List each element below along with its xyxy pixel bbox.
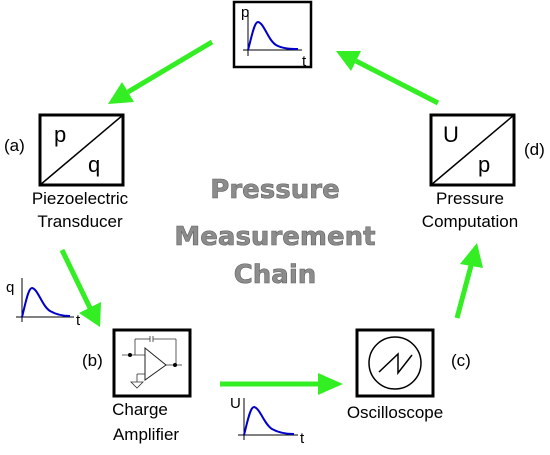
sawtooth-trace [378,352,413,376]
oscilloscope-screen [368,336,422,390]
amplifier-block: (b) Charge Amplifier [82,328,192,444]
charge-curve [21,286,71,318]
transducer-tag: (a) [4,136,25,155]
voltage-plot-x-symbol: t [300,430,305,447]
flow-arrows [59,39,483,395]
computation-block: U p (d) Pressure Computation [422,113,545,231]
pressure-plot-box: p t [232,0,313,70]
oscilloscope-label: Oscilloscope [347,403,443,422]
amplifier-tag: (b) [82,351,103,370]
computation-tag: (d) [524,140,545,159]
title-line-2: Measurement [174,222,375,252]
pressure-curve [247,20,299,51]
arrow-oscilloscope-to-computation [454,243,483,319]
amplifier-label-line-1: Charge [112,400,168,419]
pressure-plot-y-symbol: p [241,4,249,21]
amplifier-label-line-2: Amplifier [113,425,179,444]
arrow-plot-to-transducer [108,39,214,104]
voltage-curve [243,405,295,436]
computation-bottom-symbol: p [478,152,490,177]
voltage-plot-y-symbol: U [230,395,241,412]
op-amp-symbol [122,336,182,389]
charge-plot: q t [6,278,81,329]
arrow-amplifier-to-oscilloscope [220,373,343,395]
transducer-block: p q (a) Piezoelectric Transducer [4,113,129,231]
arrow-transducer-to-amplifier [59,248,101,327]
oscilloscope-tag: (c) [451,351,471,370]
computation-top-symbol: U [443,122,459,147]
voltage-plot: U t [230,395,305,447]
computation-label-line-2: Computation [422,212,518,231]
computation-label-line-1: Pressure [436,189,504,208]
oscilloscope-block: (c) Oscilloscope [347,328,471,422]
arrow-computation-to-plot [336,51,440,106]
transducer-bottom-symbol: q [88,152,100,177]
charge-plot-x-symbol: t [76,312,81,329]
diagram-title: Pressure Measurement Chain [174,175,376,291]
pressure-plot-x-symbol: t [302,53,307,70]
transducer-top-symbol: p [54,122,66,147]
transducer-label-line-2: Transducer [37,212,123,231]
title-line-1: Pressure [210,175,339,205]
title-line-3: Chain [234,260,317,290]
charge-plot-y-symbol: q [6,279,14,296]
transducer-label-line-1: Piezoelectric [32,189,129,208]
